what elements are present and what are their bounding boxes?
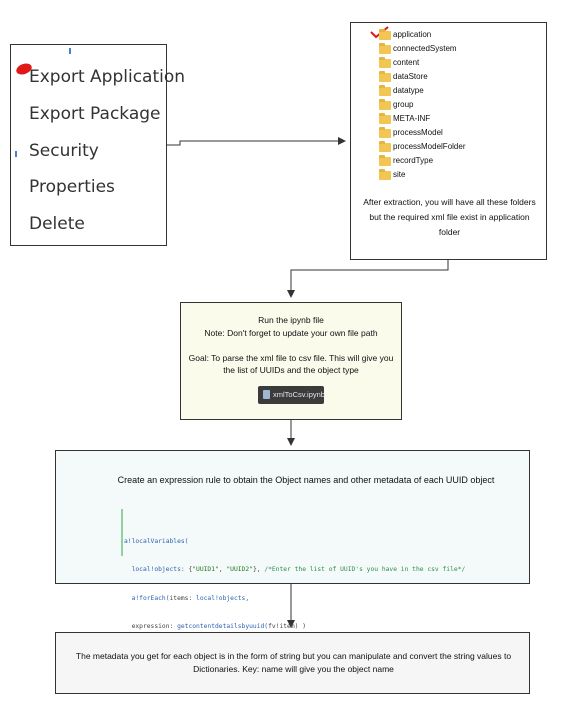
folder-label: META-INF	[393, 114, 431, 123]
folder-icon	[379, 127, 391, 138]
expression-title: Create an expression rule to obtain the …	[117, 475, 495, 485]
code-gutter	[121, 509, 123, 556]
code-token: fv!item) )	[268, 622, 306, 630]
menu-item-delete[interactable]: Delete	[29, 214, 85, 234]
menu-item-export-package[interactable]: Export Package	[29, 104, 161, 124]
notebook-file-chip[interactable]: xmlToCsv.ipynb	[258, 386, 325, 404]
folder-label: site	[393, 170, 406, 179]
folder-label: connectedSystem	[393, 44, 457, 53]
code-token: {	[188, 566, 193, 574]
code-line: expression: getcontentdetailsbyuuid(fv!i…	[121, 622, 526, 631]
code-token: "UUID2"	[226, 566, 253, 574]
folder-label: application	[393, 30, 432, 39]
code-token: items:	[169, 594, 197, 602]
folder-label: dataStore	[393, 72, 428, 81]
code-token: a!localVariables(	[124, 538, 189, 546]
code-token: getcontentdetailsbyuuid(	[177, 622, 269, 630]
folder-label: datatype	[393, 86, 424, 95]
folders-note: After extraction, you will have all thes…	[363, 197, 536, 237]
code-token: ,	[245, 594, 250, 602]
folder-icon	[379, 169, 391, 180]
menu-item-security[interactable]: Security	[29, 141, 99, 161]
folder-label: processModel	[393, 128, 443, 137]
notebook-file-name: xmlToCsv.ipynb	[273, 390, 325, 399]
context-menu: Export Application Export Package Securi…	[10, 44, 185, 246]
run-notebook-box: Run the ipynb file Note: Don't forget to…	[180, 302, 402, 420]
code-token: local!objects	[196, 594, 246, 602]
file-icon	[263, 390, 270, 399]
expression-rule-box: Create an expression rule to obtain the …	[55, 450, 530, 660]
code-token: "UUID1"	[192, 566, 219, 574]
folder-icon	[379, 99, 391, 110]
code-token: },	[252, 566, 265, 574]
metadata-text: The metadata you get for each object is …	[75, 651, 512, 674]
folder-label: processModelFolder	[393, 142, 466, 151]
folder-icon	[379, 29, 391, 40]
menu-edge-mark	[69, 48, 71, 54]
run-line: Goal: To parse the xml file to csv file.…	[188, 352, 394, 376]
folder-icon	[379, 141, 391, 152]
menu-edge-mark	[15, 151, 17, 157]
folder-icon	[379, 155, 391, 166]
folder-icon	[379, 113, 391, 124]
code-line: a!forEach(items: local!objects,	[121, 594, 526, 603]
code-line: a!localVariables(	[121, 537, 526, 546]
code-snippet: a!localVariables( local!objects: {"UUID1…	[121, 509, 526, 660]
code-line: local!objects: {"UUID1", "UUID2"}, /*Ent…	[121, 565, 526, 574]
folder-icon	[379, 71, 391, 82]
menu-to-folders-arrow	[167, 137, 346, 146]
code-token: /*Enter the list of UUID's you have in t…	[264, 566, 466, 574]
code-token: a!forEach(	[124, 594, 170, 602]
code-token: expression:	[124, 622, 178, 630]
code-token: local!objects:	[124, 566, 189, 574]
run-instructions: Run the ipynb file Note: Don't forget to…	[187, 314, 395, 377]
folder-list-box: application connectedSystem content data…	[350, 22, 547, 260]
run-line: Run the ipynb file	[258, 315, 324, 325]
folder-icon	[379, 85, 391, 96]
metadata-box: The metadata you get for each object is …	[55, 632, 530, 694]
folder-label: group	[393, 100, 414, 109]
folder-icon	[379, 43, 391, 54]
folder-label: recordType	[393, 156, 434, 165]
menu-item-properties[interactable]: Properties	[29, 177, 115, 197]
menu-item-export-application[interactable]: Export Application	[29, 67, 186, 87]
code-token: ,	[218, 566, 227, 574]
folder-icon	[379, 57, 391, 68]
folders-to-run-arrow	[287, 260, 449, 298]
run-line	[187, 339, 395, 352]
folder-label: content	[393, 58, 420, 67]
run-line: Note: Don't forget to update your own fi…	[204, 327, 378, 338]
